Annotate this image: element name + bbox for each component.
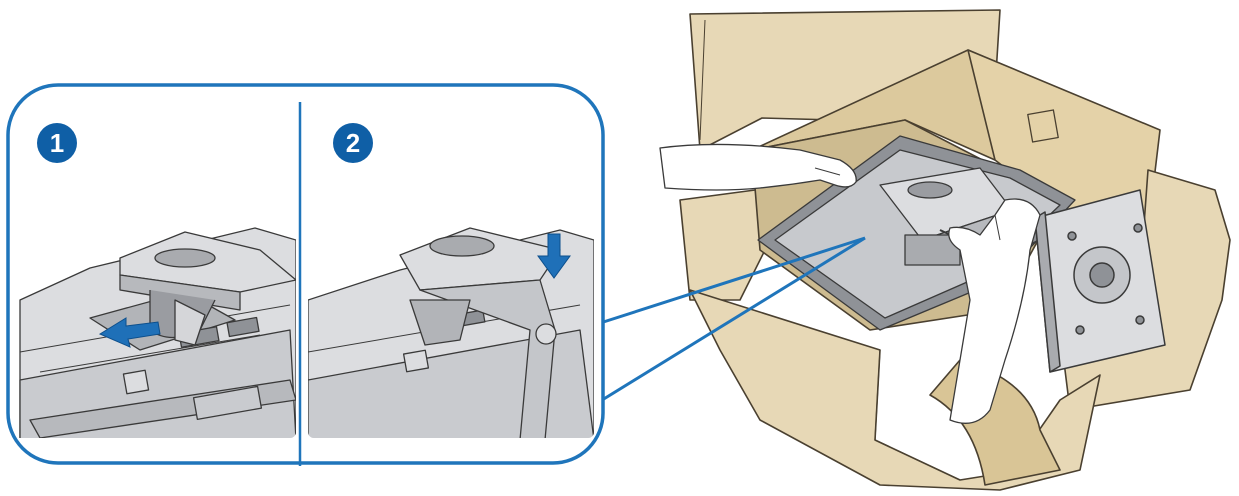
right-hand [948,198,1041,424]
step-number-badge [37,123,77,163]
panel-2-illustration [308,227,594,438]
step-2-badge: 2 [333,123,373,163]
step-2-number: 2 [346,128,360,158]
step-1-badge: 1 [37,123,77,163]
step-number-badge [333,123,373,163]
push-direction-arrow [537,233,571,279]
box-left-flap [679,189,771,301]
left-hand [659,143,857,191]
callout-leader-lines [593,236,866,407]
step-1-number: 1 [50,128,64,158]
stand-base [1034,189,1166,373]
push-direction-arrow [98,317,161,348]
